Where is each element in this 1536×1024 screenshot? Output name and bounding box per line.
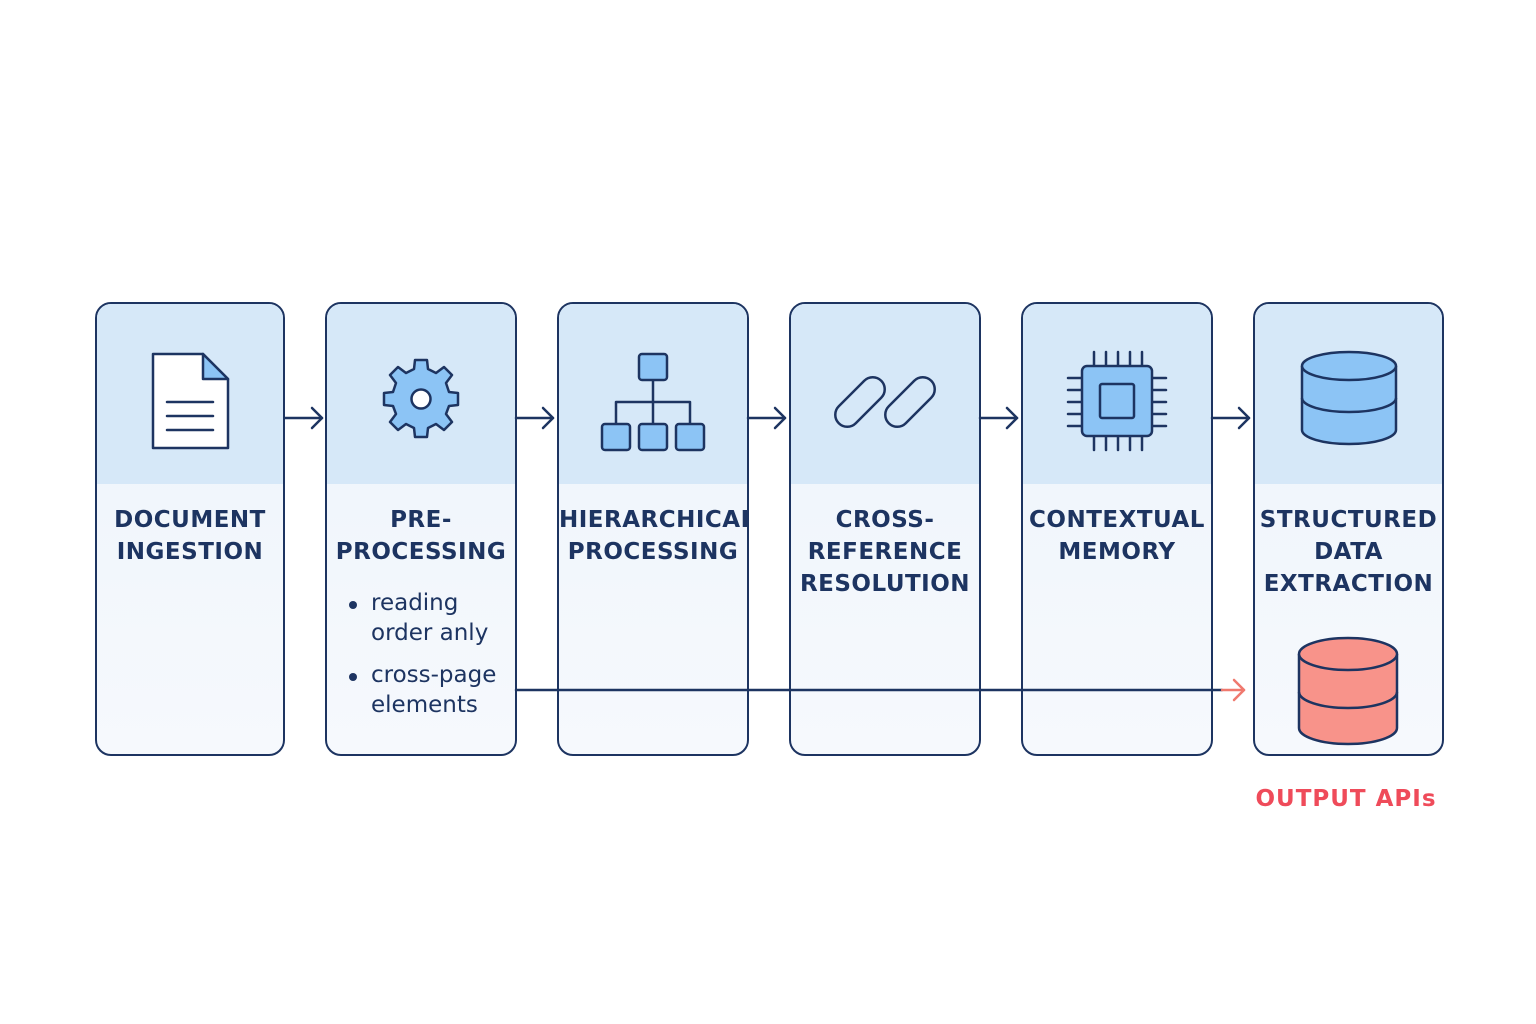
bullet-line: reading	[371, 590, 459, 616]
gear-icon	[382, 358, 460, 439]
bullet-line: elements	[371, 692, 478, 718]
title-line: RESOLUTION	[799, 571, 971, 597]
arrow-2-3	[514, 406, 555, 430]
stage-pre-processing: PRE- PROCESSING reading order anly cross…	[325, 302, 517, 756]
stage-title: STRUCTURED DATA EXTRACTION	[1255, 504, 1442, 600]
output-arrow	[1220, 678, 1246, 702]
stage-title: PRE- PROCESSING	[327, 504, 515, 568]
title-line: DATA	[1314, 539, 1383, 565]
arrow-4-5	[978, 406, 1019, 430]
title-line: EXTRACTION	[1263, 571, 1434, 597]
output-apis-label: OUTPUT APIs	[1255, 786, 1437, 812]
title-line: CROSS-	[835, 507, 935, 533]
bullet-line: cross-page	[371, 662, 497, 688]
bullet-item: cross-page elements	[345, 660, 496, 720]
title-line: REFERENCE	[807, 539, 963, 565]
arrow-3-4	[746, 406, 787, 430]
hierarchy-icon	[600, 352, 706, 452]
arrow-5-6	[1210, 406, 1251, 430]
bullet-list: reading order anly cross-page elements	[345, 588, 496, 732]
title-line: INGESTION	[116, 539, 264, 565]
stage-title: HIERARCHICAL PROCESSING	[559, 504, 747, 568]
stage-title: CONTEXTUAL MEMORY	[1023, 504, 1211, 568]
stage-hierarchical-processing: HIERARCHICAL PROCESSING	[557, 302, 749, 756]
database-icon	[1300, 350, 1397, 446]
title-line: CONTEXTUAL	[1029, 507, 1205, 533]
bullet-item: reading order anly	[345, 588, 496, 648]
stage-contextual-memory: CONTEXTUAL MEMORY	[1021, 302, 1213, 756]
title-line: PROCESSING	[335, 539, 507, 565]
stage-title: DOCUMENT INGESTION	[97, 504, 283, 568]
title-line: PROCESSING	[567, 539, 739, 565]
stage-document-ingestion: DOCUMENT INGESTION	[95, 302, 285, 756]
output-database-icon	[1297, 636, 1399, 746]
chip-icon	[1066, 350, 1168, 452]
link-icon	[834, 376, 936, 428]
stage-cross-reference-resolution: CROSS- REFERENCE RESOLUTION	[789, 302, 981, 756]
arrow-1-2	[283, 406, 324, 430]
title-line: PRE-	[390, 507, 452, 533]
stage-title: CROSS- REFERENCE RESOLUTION	[791, 504, 979, 600]
title-line: HIERARCHICAL	[559, 507, 749, 533]
stage-structured-data-extraction: STRUCTURED DATA EXTRACTION	[1253, 302, 1444, 756]
bullet-line: order anly	[371, 620, 489, 646]
document-icon	[151, 352, 230, 450]
title-line: MEMORY	[1058, 539, 1176, 565]
title-line: DOCUMENT	[114, 507, 266, 533]
title-line: STRUCTURED	[1259, 507, 1438, 533]
